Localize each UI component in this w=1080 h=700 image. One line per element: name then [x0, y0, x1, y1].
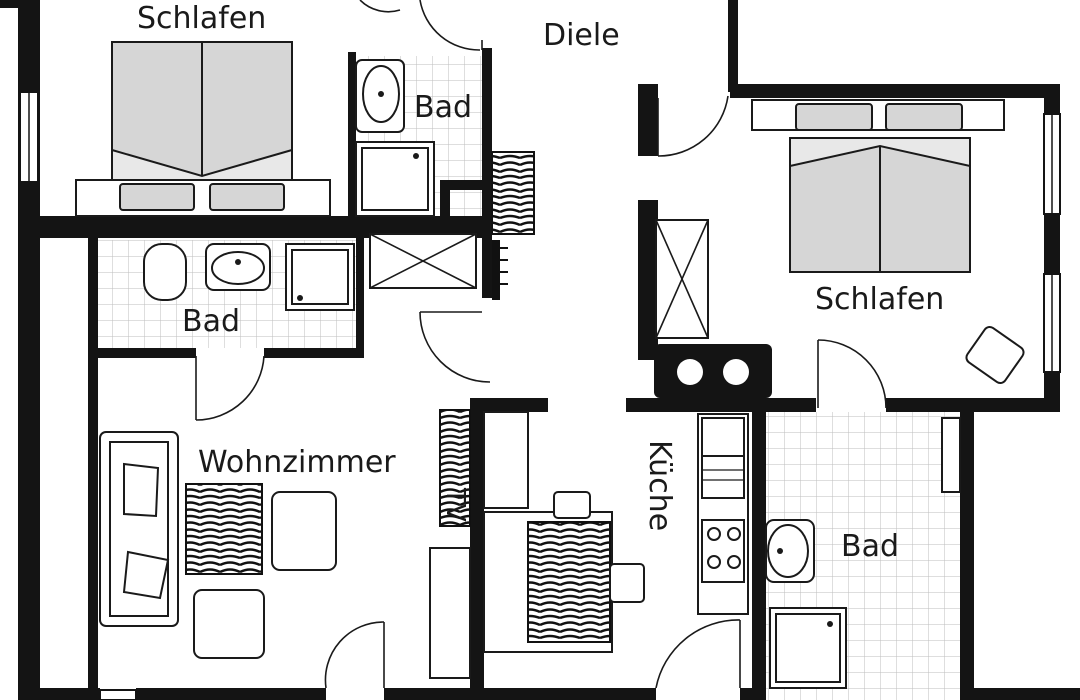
upper-bath-fixtures [355, 59, 435, 217]
room-label-tv: TV [440, 487, 470, 522]
room-label-bad-left: Bad [182, 304, 240, 339]
radiator-icon [492, 240, 508, 300]
armchair-2 [193, 589, 265, 659]
right-bath-fixtures [765, 417, 961, 689]
wood-shelf-upper [491, 151, 535, 235]
armchair-right [965, 325, 1025, 385]
tv-stand [439, 409, 471, 527]
wardrobe-right [655, 219, 709, 339]
double-bed-right [751, 99, 1005, 273]
shelf-living [429, 547, 471, 679]
room-label-schlafen-left: Schlafen [137, 1, 266, 36]
room-label-diele: Diele [543, 18, 620, 53]
wardrobe-corridor [369, 233, 477, 289]
room-label-wohnzimmer: Wohnzimmer [198, 445, 396, 480]
room-label-bad-upper: Bad [414, 90, 472, 125]
sofa [99, 431, 179, 627]
armchair-1 [271, 491, 337, 571]
dining-table [483, 491, 645, 653]
stove-icon [654, 344, 772, 398]
left-bath-fixtures [143, 243, 355, 311]
room-label-kueche: Küche [642, 440, 677, 531]
coffee-table [185, 483, 263, 575]
double-bed-left [75, 41, 331, 217]
room-label-bad-right: Bad [841, 529, 899, 564]
kitchen-counter [697, 413, 749, 615]
room-label-schlafen-right: Schlafen [815, 282, 944, 317]
doors [195, 0, 887, 689]
kitchen-shelf [483, 411, 529, 509]
